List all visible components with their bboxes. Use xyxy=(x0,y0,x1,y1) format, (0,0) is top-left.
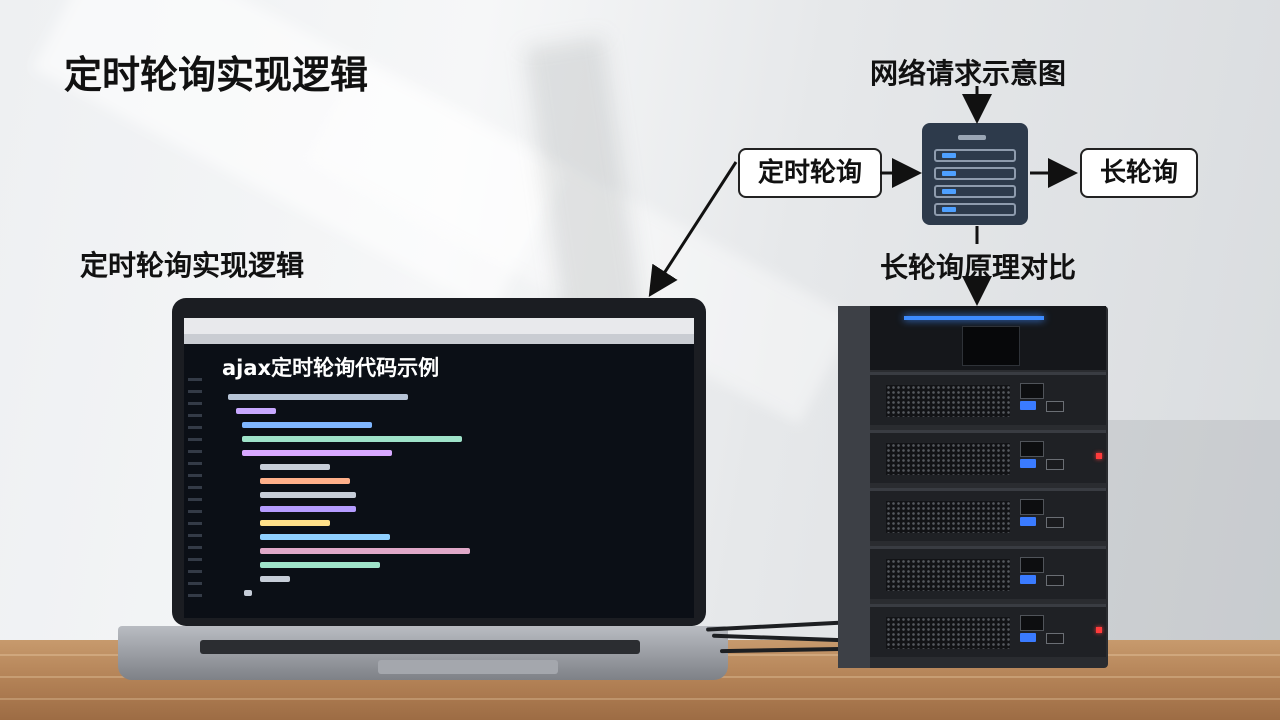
server-slot xyxy=(934,203,1016,216)
drive-port xyxy=(1020,383,1044,399)
usb-port xyxy=(1020,575,1036,584)
code-heading: ajax定时轮询代码示例 xyxy=(222,356,440,380)
usb-port xyxy=(1046,517,1064,528)
usb-port xyxy=(1046,575,1064,586)
vent-mesh xyxy=(886,559,1010,591)
drive-port xyxy=(1020,441,1044,457)
slide-subtitle: 定时轮询实现逻辑 xyxy=(80,249,305,282)
server-display xyxy=(962,326,1020,366)
wood-grain xyxy=(0,698,1280,700)
drive-port xyxy=(1020,557,1044,573)
code-line xyxy=(242,422,372,428)
drive-port xyxy=(1020,615,1044,631)
status-led xyxy=(1096,453,1102,459)
server-icon xyxy=(922,123,1028,225)
usb-port xyxy=(1046,459,1064,470)
node-timed-polling: 定时轮询 xyxy=(738,148,882,198)
code-line xyxy=(244,590,252,596)
code-line xyxy=(236,408,276,414)
usb-port xyxy=(1020,459,1036,468)
laptop-keyboard xyxy=(200,640,640,654)
server-tower-side xyxy=(838,306,870,668)
status-led xyxy=(1096,627,1102,633)
code-line xyxy=(242,436,462,442)
vent-mesh xyxy=(886,443,1010,475)
server-unit xyxy=(870,604,1106,657)
code-line xyxy=(260,548,470,554)
laptop-trackpad xyxy=(378,660,558,674)
code-line xyxy=(260,520,330,526)
code-line xyxy=(242,450,392,456)
server-shadow xyxy=(1104,420,1280,640)
server-slot xyxy=(934,167,1016,180)
vent-mesh xyxy=(886,385,1010,417)
node-label: 定时轮询 xyxy=(757,158,862,188)
server-unit xyxy=(870,546,1106,599)
code-line xyxy=(228,394,408,400)
code-line xyxy=(260,464,330,470)
browser-tab-bar xyxy=(184,318,694,334)
usb-port xyxy=(1046,633,1064,644)
usb-port xyxy=(1046,401,1064,412)
usb-port xyxy=(1020,633,1036,642)
laptop-screen: ajax定时轮询代码示例 xyxy=(184,318,694,618)
code-line xyxy=(260,534,390,540)
code-line xyxy=(260,506,356,512)
server-slot xyxy=(934,185,1016,198)
node-long-polling: 长轮询 xyxy=(1080,148,1198,198)
browser-toolbar xyxy=(184,334,694,344)
node-label: 长轮询 xyxy=(1099,158,1178,188)
diagram-title: 网络请求示意图 xyxy=(870,57,1067,90)
code-line xyxy=(260,478,350,484)
vent-mesh xyxy=(886,501,1010,533)
code-line xyxy=(260,492,356,498)
drive-port xyxy=(1020,499,1044,515)
server-icon-tab xyxy=(958,135,986,140)
server-unit xyxy=(870,372,1106,425)
code-line xyxy=(260,562,380,568)
slide-title: 定时轮询实现逻辑 xyxy=(64,53,369,97)
vent-mesh xyxy=(886,617,1010,649)
usb-port xyxy=(1020,517,1036,526)
server-slot xyxy=(934,149,1016,162)
line-number-gutter xyxy=(188,378,202,598)
code-line xyxy=(260,576,290,582)
usb-port xyxy=(1020,401,1036,410)
server-unit xyxy=(870,488,1106,541)
arrow-node-to-laptop xyxy=(648,161,738,298)
server-unit xyxy=(870,430,1106,483)
server-led-strip xyxy=(904,316,1044,320)
